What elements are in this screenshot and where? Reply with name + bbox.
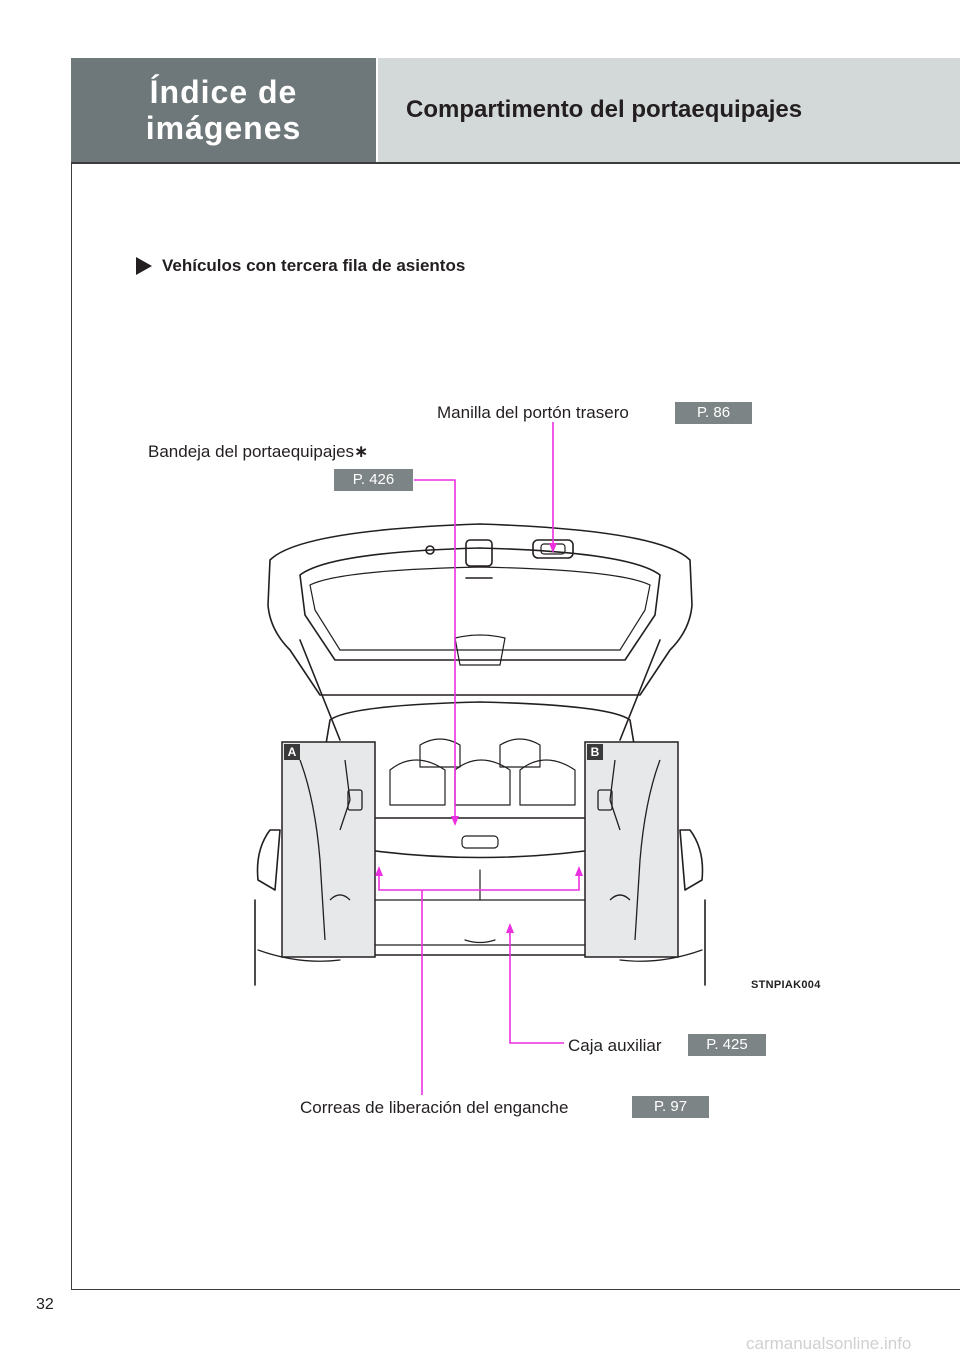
- tailgate-handle-label: Manilla del portón trasero: [437, 403, 629, 422]
- release-straps-label: Correas de liberación del enganche: [300, 1098, 569, 1117]
- tonneau-cover: [334, 817, 626, 859]
- section-title: Índice de imágenes: [145, 74, 302, 146]
- aux-box-label: Caja auxiliar: [568, 1036, 662, 1055]
- page-title-bar: Compartimento del portaequipajes: [378, 58, 960, 162]
- page-frame: [71, 58, 960, 1290]
- leader-release-straps: [378, 870, 580, 1095]
- page-number: 32: [36, 1296, 54, 1313]
- rear-glass: [309, 566, 651, 651]
- inset-panels: [281, 741, 679, 958]
- inset-panel-a: [281, 741, 376, 958]
- illustration-code: STNPIAK004: [751, 979, 821, 991]
- section-tab: Índice de imágenes: [71, 58, 376, 162]
- release-straps-page-ref[interactable]: P. 97: [632, 1096, 709, 1118]
- section-heading-text: Vehículos con tercera fila de asientos: [162, 256, 466, 275]
- cargo-floor: [347, 899, 613, 946]
- tonneau-cover-label-text: Bandeja del portaequipajes: [148, 442, 355, 461]
- tonneau-cover-label: Bandeja del portaequipajes∗: [148, 442, 368, 462]
- tonneau-cover-page-ref[interactable]: P. 426: [334, 469, 413, 491]
- header-rule: [71, 162, 960, 164]
- inset-panel-b: [584, 741, 679, 958]
- triangle-bullet-icon: [136, 257, 152, 275]
- leader-tonneau: [414, 479, 456, 820]
- asterisk-marker: ∗: [354, 442, 369, 461]
- page-title: Compartimento del portaequipajes: [406, 96, 803, 123]
- inset-label-b: B: [587, 744, 603, 760]
- section-heading: Vehículos con tercera fila de asientos: [136, 256, 465, 276]
- tailgate-outline: [267, 523, 693, 696]
- aux-box-page-ref[interactable]: P. 425: [688, 1034, 766, 1056]
- inset-label-a: A: [284, 744, 300, 760]
- tailgate-handle-page-ref[interactable]: P. 86: [675, 402, 752, 424]
- tailgate-inner: [299, 547, 661, 661]
- watermark: carmanualsonline.info: [746, 1334, 912, 1353]
- leader-aux-box: [509, 928, 564, 1044]
